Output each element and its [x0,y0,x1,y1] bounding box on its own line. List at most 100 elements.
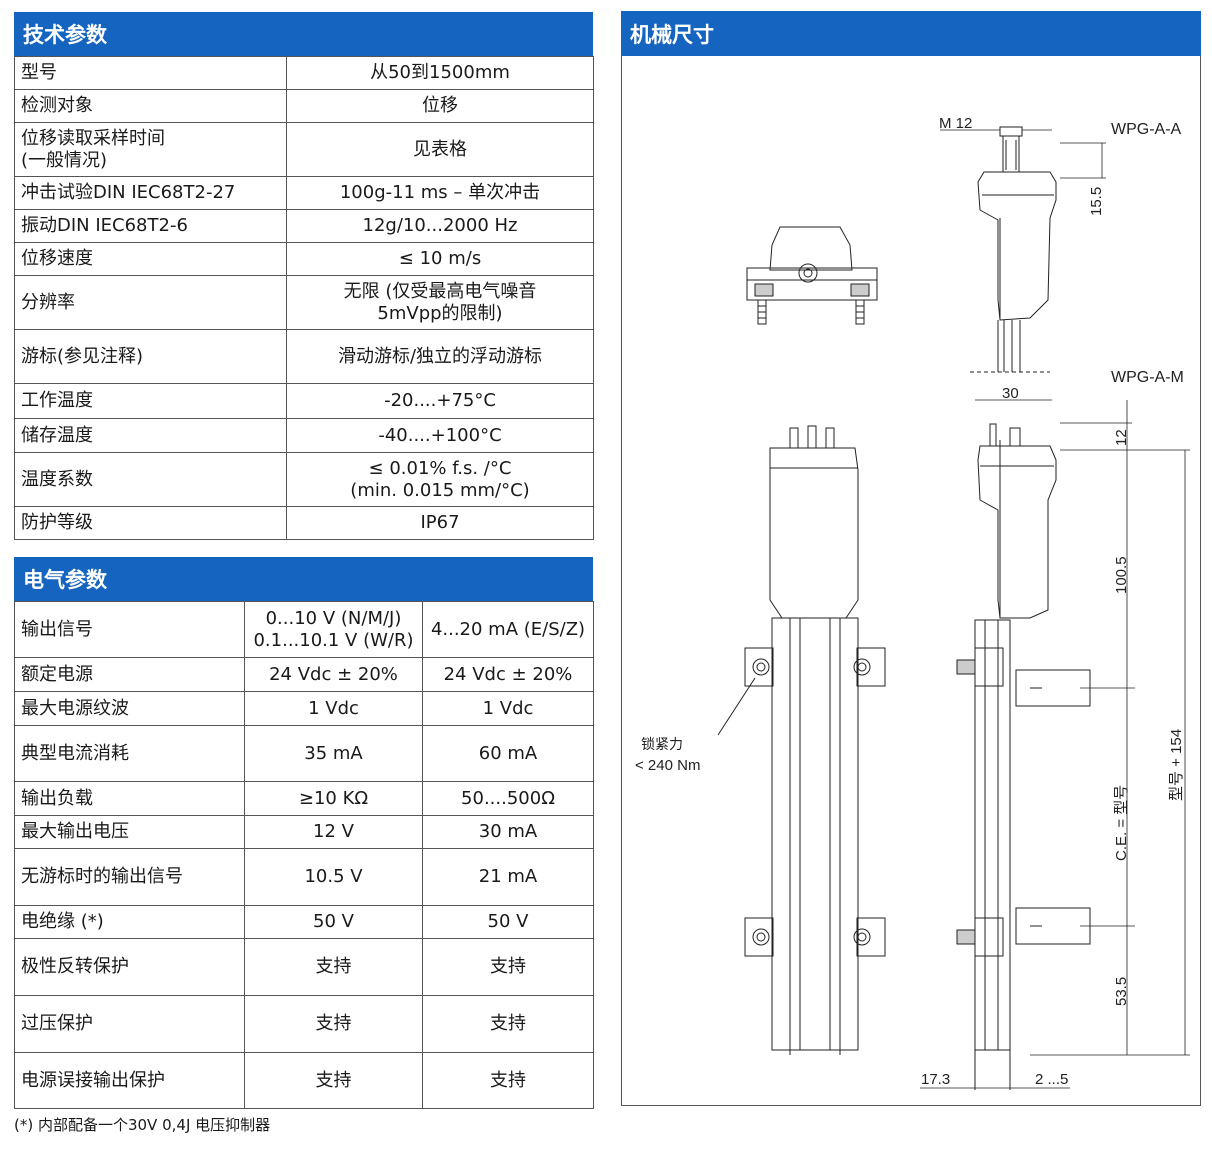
tech-param-label: 冲击试验DIN IEC68T2-27 [14,176,287,210]
bracket-end-view [746,226,878,325]
tech-param-value: 位移 [286,89,594,123]
elec-row: 极性反转保护支持支持 [14,938,594,996]
label-dim-17-3: 17.3 [921,1071,950,1088]
label-m12: M 12 [939,115,972,132]
elec-param-label: 最大输出电压 [14,815,245,849]
label-dim-15-5: 15.5 [1088,187,1105,216]
tech-row: 检测对象位移 [14,89,594,123]
tech-param-label: 游标(参见注释) [14,329,287,384]
elec-param-value: 12 V [244,815,423,849]
tech-header: 技术参数 [14,12,593,56]
tech-param-value: -40....+100°C [286,418,594,453]
tech-param-label: 分辨率 [14,275,287,330]
elec-header: 电气参数 [14,557,593,601]
tech-row: 型号从50到1500mm [14,56,594,90]
elec-param-label: 电源误接输出保护 [14,1052,245,1109]
tech-title: 技术参数 [23,23,107,47]
tech-param-label: 防护等级 [14,506,287,540]
label-dim-30: 30 [1002,385,1019,402]
label-dim-total: 型号 + 154 [1168,729,1185,801]
elec-param-value: 支持 [422,938,594,996]
elec-param-value: 24 Vdc ± 20% [422,657,594,692]
wpg-a-a-side-view [970,126,1057,373]
wpg-a-m-front-view [717,425,886,1055]
label-model-m: WPG-A-M [1111,369,1184,386]
tech-row: 游标(参见注释)滑动游标/独立的浮动游标 [14,329,594,384]
elec-param-label: 最大电源纹波 [14,691,245,726]
tech-param-label: 温度系数 [14,452,287,507]
tech-param-label: 位移速度 [14,242,287,276]
tech-param-value: ≤ 0.01% f.s. /°C (min. 0.015 mm/°C) [286,452,594,507]
tech-param-value: 滑动游标/独立的浮动游标 [286,329,594,384]
elec-param-value: 10.5 V [244,848,423,906]
tech-param-label: 振动DIN IEC68T2-6 [14,209,287,243]
elec-param-label: 过压保护 [14,995,245,1053]
tech-row: 位移读取采样时间 (一般情况)见表格 [14,122,594,177]
tech-row: 储存温度-40....+100°C [14,418,594,453]
label-lock-force: 锁紧力 [641,736,683,752]
elec-title: 电气参数 [23,568,107,592]
elec-param-label: 极性反转保护 [14,938,245,996]
elec-param-value: 50 V [422,905,594,939]
elec-row: 过压保护支持支持 [14,995,594,1053]
tech-row: 温度系数≤ 0.01% f.s. /°C (min. 0.015 mm/°C) [14,452,594,507]
tech-param-label: 检测对象 [14,89,287,123]
label-lock-force-value: < 240 Nm [635,757,700,774]
tech-row: 工作温度-20....+75°C [14,383,594,419]
tech-param-label: 储存温度 [14,418,287,453]
label-dim-ce: C.E. = 型号 [1113,785,1130,861]
tech-param-value: 100g-11 ms – 单次冲击 [286,176,594,210]
tech-param-value: IP67 [286,506,594,540]
elec-param-value: 4...20 mA (E/S/Z) [422,601,594,658]
tech-param-value: ≤ 10 m/s [286,242,594,276]
label-dim-53-5: 53.5 [1113,977,1130,1006]
mech-header: 机械尺寸 [621,11,1201,56]
footnote: (*) 内部配备一个30V 0,4J 电压抑制器 [14,1116,271,1134]
elec-param-value: 24 Vdc ± 20% [244,657,423,692]
label-dim-12: 12 [1113,429,1130,446]
tech-param-value: 见表格 [286,122,594,177]
elec-param-label: 输出负载 [14,781,245,816]
elec-param-value: 35 mA [244,725,423,782]
elec-param-value: 1 Vdc [244,691,423,726]
elec-param-value: 50 V [244,905,423,939]
elec-param-value: 支持 [422,995,594,1053]
dimension-lines [920,129,1190,1089]
elec-param-value: 30 mA [422,815,594,849]
elec-param-label: 无游标时的输出信号 [14,848,245,906]
mechanical-drawing: M 12 WPG-A-A WPG-A-M 15.5 30 12 100.5 C.… [635,115,1190,1090]
elec-param-value: 支持 [244,1052,423,1109]
tech-row: 分辨率无限 (仅受最高电气噪音 5mVpp的限制) [14,275,594,330]
elec-param-value: 21 mA [422,848,594,906]
elec-param-value: 支持 [244,995,423,1053]
elec-param-label: 输出信号 [14,601,245,658]
elec-param-value: 60 mA [422,725,594,782]
tech-param-label: 型号 [14,56,287,90]
tech-param-value: -20....+75°C [286,383,594,419]
label-dim-100-5: 100.5 [1113,556,1130,594]
elec-param-value: ≥10 KΩ [244,781,423,816]
elec-param-label: 电绝缘 (*) [14,905,245,939]
elec-row: 电源误接输出保护支持支持 [14,1052,594,1109]
tech-param-value: 12g/10...2000 Hz [286,209,594,243]
tech-param-label: 位移读取采样时间 (一般情况) [14,122,287,177]
elec-param-value: 0...10 V (N/M/J) 0.1...10.1 V (W/R) [244,601,423,658]
elec-param-value: 支持 [422,1052,594,1109]
label-dim-2-5: 2 ...5 [1035,1071,1068,1088]
elec-param-label: 额定电源 [14,657,245,692]
wpg-a-m-side-view [956,423,1091,1090]
tech-param-value: 无限 (仅受最高电气噪音 5mVpp的限制) [286,275,594,330]
elec-param-label: 典型电流消耗 [14,725,245,782]
